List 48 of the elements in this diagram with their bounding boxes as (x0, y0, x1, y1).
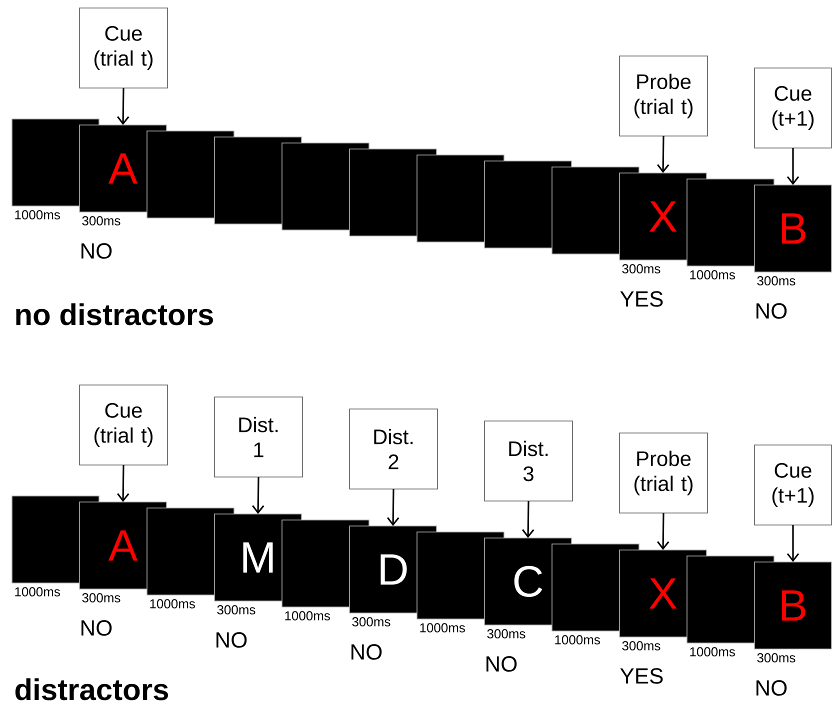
callout-box: Probe (trial t) (619, 432, 708, 514)
callout-box: Probe (trial t) (619, 56, 708, 136)
callout-box: Dist. 3 (484, 420, 573, 502)
callout-box: Cue (t+1) (754, 444, 832, 526)
duration-label: 1000ms (285, 611, 330, 620)
section-title: distractors (15, 678, 168, 700)
callout-box: Cue (trial t) (79, 8, 168, 88)
duration-label: 1000ms (150, 599, 195, 608)
arrow (656, 512, 670, 550)
response-label: NO (756, 303, 787, 319)
duration-label: 1000ms (420, 623, 465, 632)
callout-box: Cue (t+1) (754, 68, 832, 148)
response-label: NO (756, 680, 787, 696)
stimulus-screen: B (754, 562, 832, 650)
response-label: NO (82, 620, 112, 636)
response-label: NO (216, 632, 247, 648)
arrow (786, 148, 800, 185)
duration-label: 1000ms (690, 647, 735, 656)
response-label: NO (486, 656, 517, 672)
arrow (522, 500, 534, 538)
callout-box: Dist. 2 (349, 408, 438, 490)
duration-label: 300ms (217, 605, 256, 614)
arrow (386, 488, 400, 526)
arrow (116, 88, 130, 125)
response-label: NO (82, 243, 112, 259)
duration-label: 300ms (82, 593, 120, 602)
arrow (786, 524, 800, 562)
duration-label: 1000ms (15, 210, 60, 220)
duration-label: 300ms (622, 264, 660, 274)
callout-box: Dist. 1 (214, 396, 303, 478)
duration-label: 300ms (757, 653, 796, 662)
duration-label: 300ms (352, 617, 390, 626)
duration-label: 300ms (757, 276, 796, 286)
arrow (116, 464, 130, 502)
duration-label: 300ms (622, 641, 660, 650)
arrow (656, 136, 670, 173)
response-label: NO (352, 644, 382, 660)
arrow (252, 476, 264, 514)
duration-label: 300ms (82, 216, 120, 226)
duration-label: 1000ms (555, 635, 600, 644)
duration-label: 300ms (487, 629, 526, 638)
stimulus-screen: B (754, 184, 832, 272)
duration-label: 1000ms (15, 587, 60, 596)
section-title: no distractors (16, 303, 213, 326)
callout-box: Cue (trial t) (79, 384, 168, 466)
response-label: YES (620, 668, 663, 684)
duration-label: 1000ms (690, 270, 735, 280)
response-label: YES (620, 291, 663, 307)
